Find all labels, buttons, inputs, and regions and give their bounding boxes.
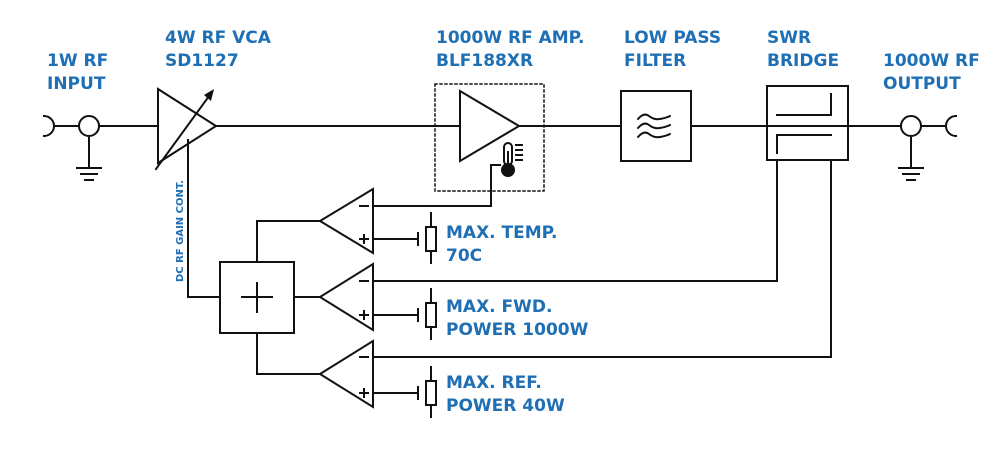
amp-label: 1000W RF AMP.BLF188XR [436,28,585,71]
feedback-wiring [187,139,832,394]
input-connector-icon [42,114,102,181]
limit-ref-label: MAX. REF.POWER 40W [446,373,565,416]
potentiometer-fwd-icon [417,288,437,340]
low-pass-filter-icon [620,90,692,162]
limit-fwd-label: MAX. FWD.POWER 1000W [446,297,589,340]
summing-junction-icon [219,261,295,334]
comparator-ref-icon [318,339,374,409]
limit-temp-label: MAX. TEMP.70C [446,223,558,266]
swr-bridge-icon [766,85,849,161]
output-connector-icon [898,114,958,181]
thermometer-icon [501,142,523,177]
comparator-temp-icon [318,187,374,255]
comparator-fwd-icon [318,262,374,332]
potentiometer-ref-icon [417,366,437,418]
gain-control-label: DC RF GAIN CONT. [175,180,186,282]
vca-triangle-icon [154,87,218,171]
power-amplifier-icon [434,83,545,192]
potentiometer-temp-icon [417,212,437,264]
